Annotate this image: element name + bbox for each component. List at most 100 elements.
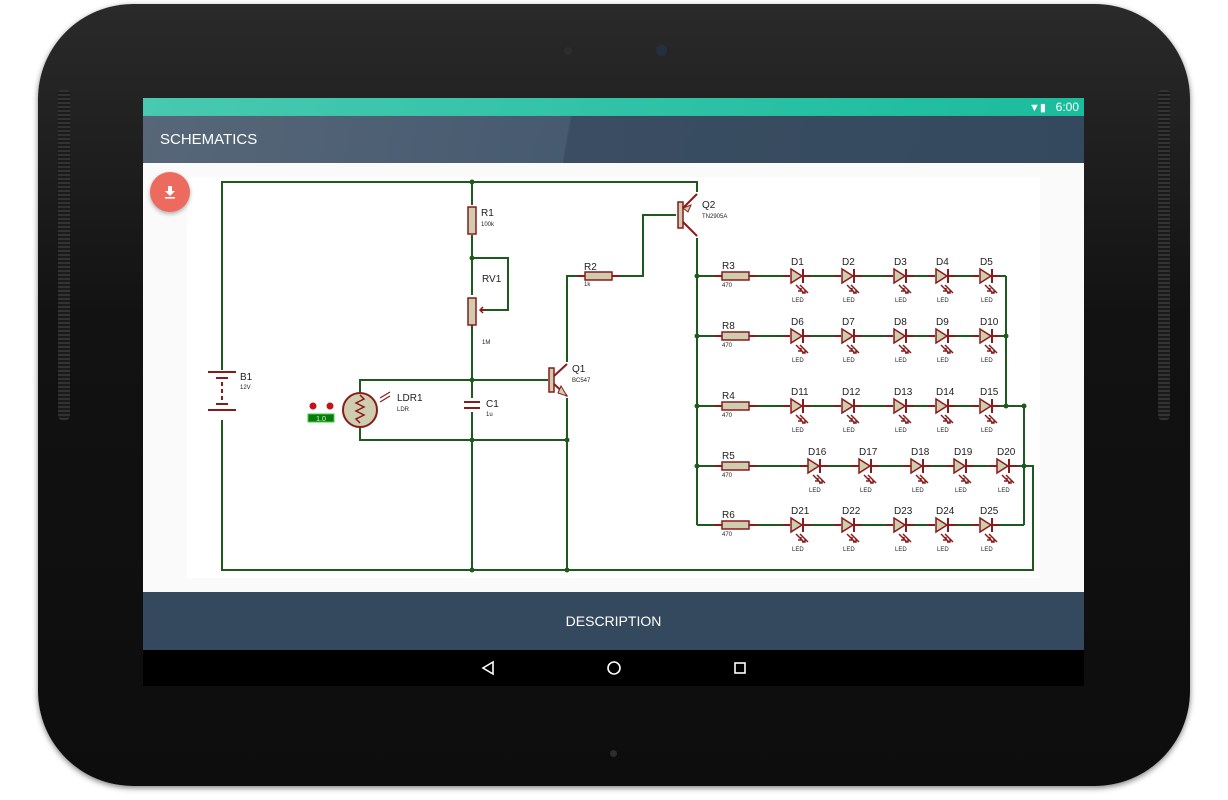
led-value: LED: [937, 547, 949, 553]
led-D23: [893, 516, 907, 534]
led-D12: [841, 397, 855, 415]
home-icon[interactable]: [606, 660, 622, 676]
status-bar: ▼▮ 6:00: [143, 98, 1084, 116]
lead: [553, 363, 568, 377]
led-D15: [979, 397, 993, 415]
row-resistor-name: R3: [722, 261, 735, 272]
led-label: D24: [936, 506, 955, 517]
led-light-arrow: [940, 344, 954, 354]
led-label: D10: [980, 317, 999, 328]
probe-dot: [309, 402, 317, 410]
row-resistor-R3: [721, 271, 750, 281]
led-D11: [790, 397, 804, 415]
led-value: LED: [860, 488, 872, 494]
led-label: D5: [980, 257, 993, 268]
led-D24: [935, 516, 949, 534]
led-label: D18: [911, 447, 930, 458]
wire: [359, 428, 567, 441]
led-light-arrow: [898, 284, 912, 294]
led-value: LED: [937, 428, 949, 434]
led-D2: [841, 267, 855, 285]
ldr-zigzag: [354, 394, 366, 424]
ldr-value: LDR: [397, 407, 410, 413]
led-label: D20: [997, 447, 1016, 458]
junction: [469, 377, 475, 383]
q1-emitter-arrow: [557, 384, 569, 397]
led-light-arrow: [898, 414, 912, 424]
led-light-arrow: [1001, 474, 1015, 484]
wire: [359, 379, 548, 392]
q1-value: BC547: [572, 378, 591, 384]
description-button[interactable]: DESCRIPTION: [143, 592, 1084, 650]
led-light-arrow: [940, 414, 954, 424]
row-resistor-value: 470: [722, 413, 733, 419]
led-D18: [910, 457, 924, 475]
c1-name: C1: [486, 399, 499, 410]
led-light-arrow: [984, 414, 998, 424]
led-light-arrow: [958, 474, 972, 484]
led-label: D4: [936, 257, 949, 268]
row-resistor-value: 470: [722, 532, 733, 538]
r2-resistor: [584, 271, 613, 281]
led-value: LED: [937, 298, 949, 304]
led-D6: [790, 327, 804, 345]
led-D7: [841, 327, 855, 345]
row-resistor-value: 470: [722, 473, 733, 479]
led-D8: [893, 327, 907, 345]
c1-value: 1u: [486, 412, 493, 418]
led-value: LED: [792, 547, 804, 553]
led-value: LED: [792, 428, 804, 434]
led-D20: [996, 457, 1010, 475]
row-resistor-name: R4: [722, 391, 735, 402]
led-label: D13: [894, 387, 913, 398]
led-label: D8: [894, 317, 907, 328]
led-value: LED: [843, 547, 855, 553]
download-button[interactable]: [150, 172, 190, 212]
led-D16: [807, 457, 821, 475]
led-label: D6: [791, 317, 804, 328]
row-resistor-value: 470: [722, 283, 733, 289]
junction: [469, 567, 475, 573]
row-resistor-name: R5: [722, 451, 735, 462]
row-resistor-name: R6: [722, 510, 735, 521]
app-title: SCHEMATICS: [160, 131, 258, 148]
led-value: LED: [937, 358, 949, 364]
wire: [620, 214, 676, 277]
led-value: LED: [843, 358, 855, 364]
led-light-arrow: [940, 533, 954, 543]
led-light-arrow: [846, 344, 860, 354]
led-light-arrow: [898, 344, 912, 354]
q2-emitter-arrow: [682, 204, 692, 213]
junction: [469, 255, 475, 261]
led-value: LED: [843, 298, 855, 304]
led-light-arrow: [795, 344, 809, 354]
junction: [469, 179, 475, 185]
led-value: LED: [895, 428, 907, 434]
led-D3: [893, 267, 907, 285]
schematic-image[interactable]: [187, 177, 1040, 578]
led-value: LED: [792, 358, 804, 364]
battery-value: 12V: [240, 385, 251, 391]
led-value: LED: [792, 298, 804, 304]
led-value: LED: [981, 547, 993, 553]
led-D13: [893, 397, 907, 415]
description-label: DESCRIPTION: [565, 613, 662, 629]
led-light-arrow: [898, 533, 912, 543]
screen: ▼▮ 6:00 SCHEMATICS DESCRIPTION: [143, 98, 1084, 686]
led-label: D3: [894, 257, 907, 268]
ldr-body: [342, 392, 378, 428]
recents-icon[interactable]: [732, 660, 748, 676]
wire: [566, 275, 577, 362]
r2-value: 1k: [584, 282, 591, 288]
ldr-name: LDR1: [397, 393, 423, 404]
r2-name: R2: [584, 262, 597, 273]
led-D22: [841, 516, 855, 534]
back-icon[interactable]: [480, 660, 496, 676]
led-value: LED: [843, 428, 855, 434]
schematic-view: [143, 163, 1084, 592]
ldr-meter-value: 1.0: [316, 416, 326, 423]
junction: [469, 437, 475, 443]
speaker-grille-right: [1158, 90, 1170, 420]
led-label: D14: [936, 387, 955, 398]
led-label: D7: [842, 317, 855, 328]
